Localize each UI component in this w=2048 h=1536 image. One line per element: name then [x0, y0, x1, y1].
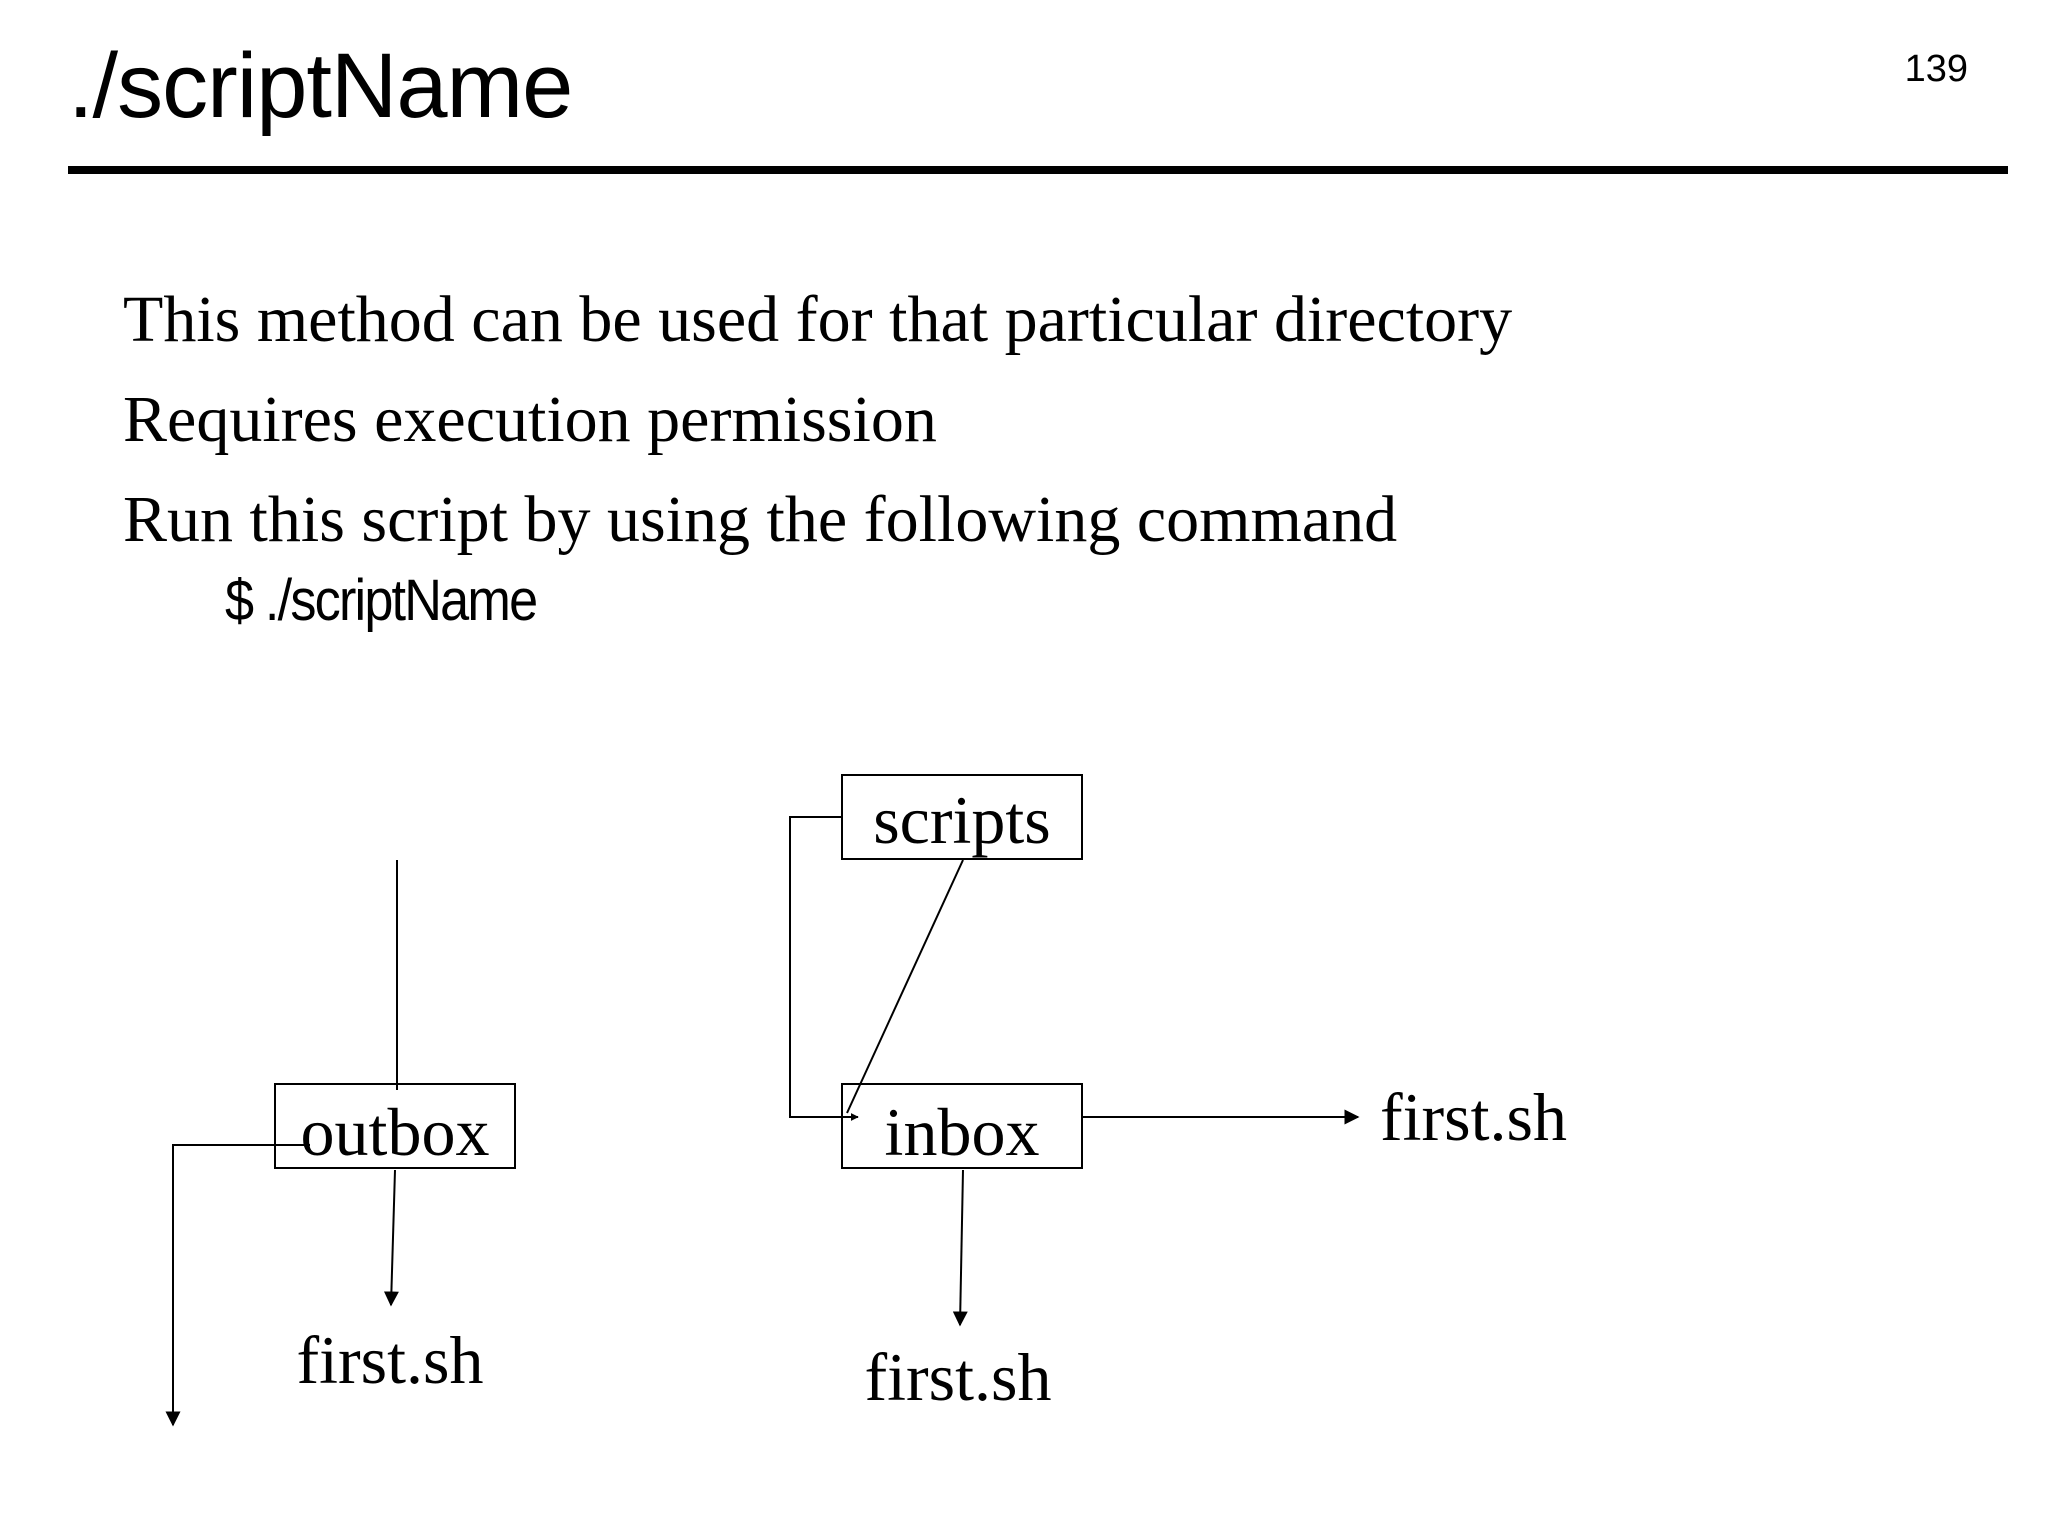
- scripts-label: scripts: [873, 782, 1051, 858]
- page-number: 139: [1904, 48, 1968, 90]
- outbox-label: outbox: [301, 1094, 490, 1170]
- bullet-item: This method can be used for that particu…: [123, 283, 1513, 356]
- inbox-file-label: first.sh: [865, 1339, 1052, 1415]
- slide-title: ./scriptName: [68, 35, 573, 137]
- inbox-box: [841, 1083, 1083, 1169]
- outbox-box: [274, 1083, 516, 1169]
- right-file-label: first.sh: [1380, 1079, 1567, 1155]
- title-divider: [68, 166, 2008, 174]
- inbox-label: inbox: [885, 1094, 1040, 1170]
- outbox-down-arrow: [165, 1144, 310, 1427]
- outbox-to-file-arrow: [383, 1169, 399, 1307]
- scripts-to-inbox-elbow-arrow: [789, 816, 859, 1121]
- bullet-item: Requires execution permission: [123, 383, 937, 456]
- inbox-to-file-arrow: [952, 1169, 968, 1327]
- command-example: $ ./scriptName: [225, 568, 538, 633]
- bullet-list: This method can be used for that particu…: [123, 270, 1512, 570]
- outbox-file-label: first.sh: [297, 1322, 484, 1398]
- bullet-item: Run this script by using the following c…: [123, 483, 1398, 556]
- scripts-to-inbox-diagonal: [846, 859, 964, 1114]
